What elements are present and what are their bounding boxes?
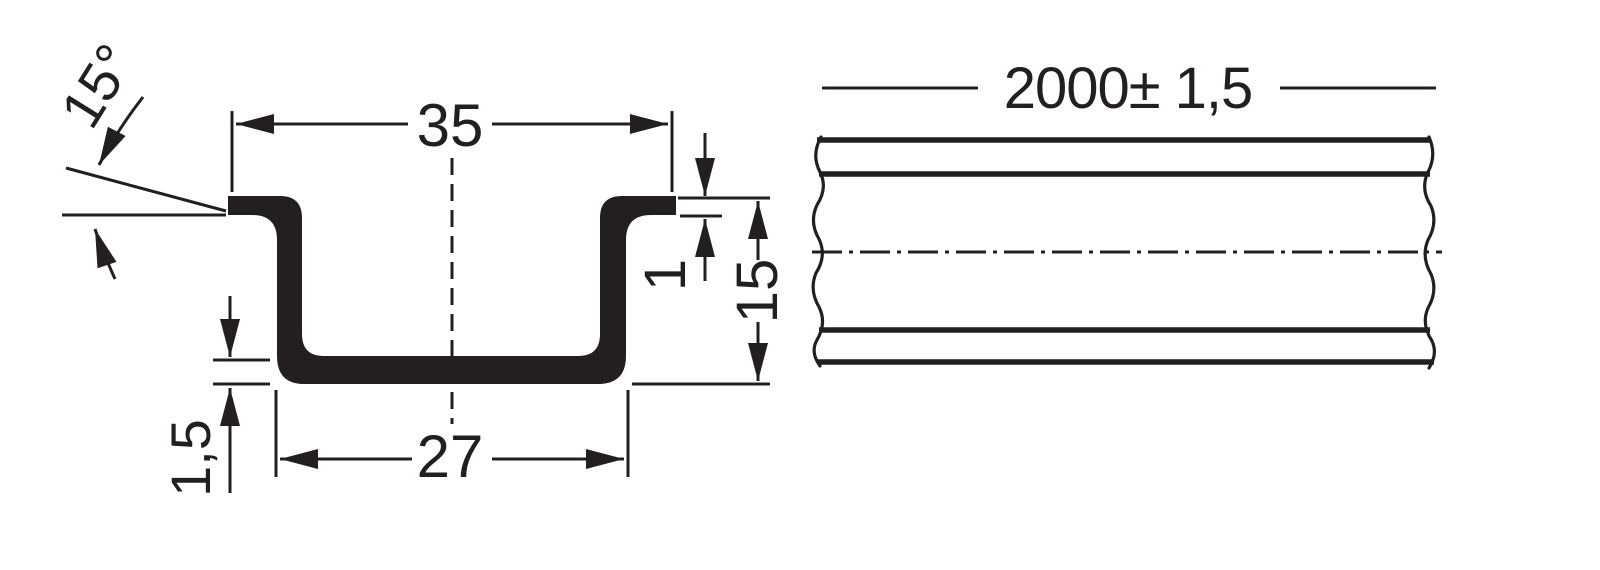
dim-label-top-width: 35	[417, 92, 484, 159]
dim-label-lip-thickness: 1	[633, 259, 698, 291]
dim-angle: 15°	[48, 33, 227, 280]
break-line-left	[811, 135, 825, 368]
dim-label-length: 2000± 1,5	[1004, 56, 1253, 121]
angle-reference-line	[65, 166, 227, 213]
dim-label-bottom-width: 27	[417, 423, 484, 490]
break-line-right	[1423, 135, 1436, 370]
dim-label-base-thickness: 1,5	[159, 419, 222, 497]
angle-arc-arrow	[97, 96, 145, 166]
dim-label-angle: 15°	[48, 33, 146, 138]
dim-width-top: 35	[230, 92, 674, 192]
angle-arc-arrow-lower	[93, 228, 117, 280]
dim-height: 15	[632, 201, 790, 386]
dim-length: 2000± 1,5	[822, 56, 1436, 121]
side-view: 2000± 1,5	[811, 56, 1442, 370]
cross-section-view: 35 15° 1 15	[48, 33, 790, 497]
dim-base-thickness: 1,5	[159, 296, 270, 497]
dim-lip-thickness: 1	[633, 133, 770, 291]
dim-width-bottom: 27	[274, 390, 630, 490]
rail-profile	[228, 196, 676, 384]
dim-label-height: 15	[725, 259, 790, 324]
